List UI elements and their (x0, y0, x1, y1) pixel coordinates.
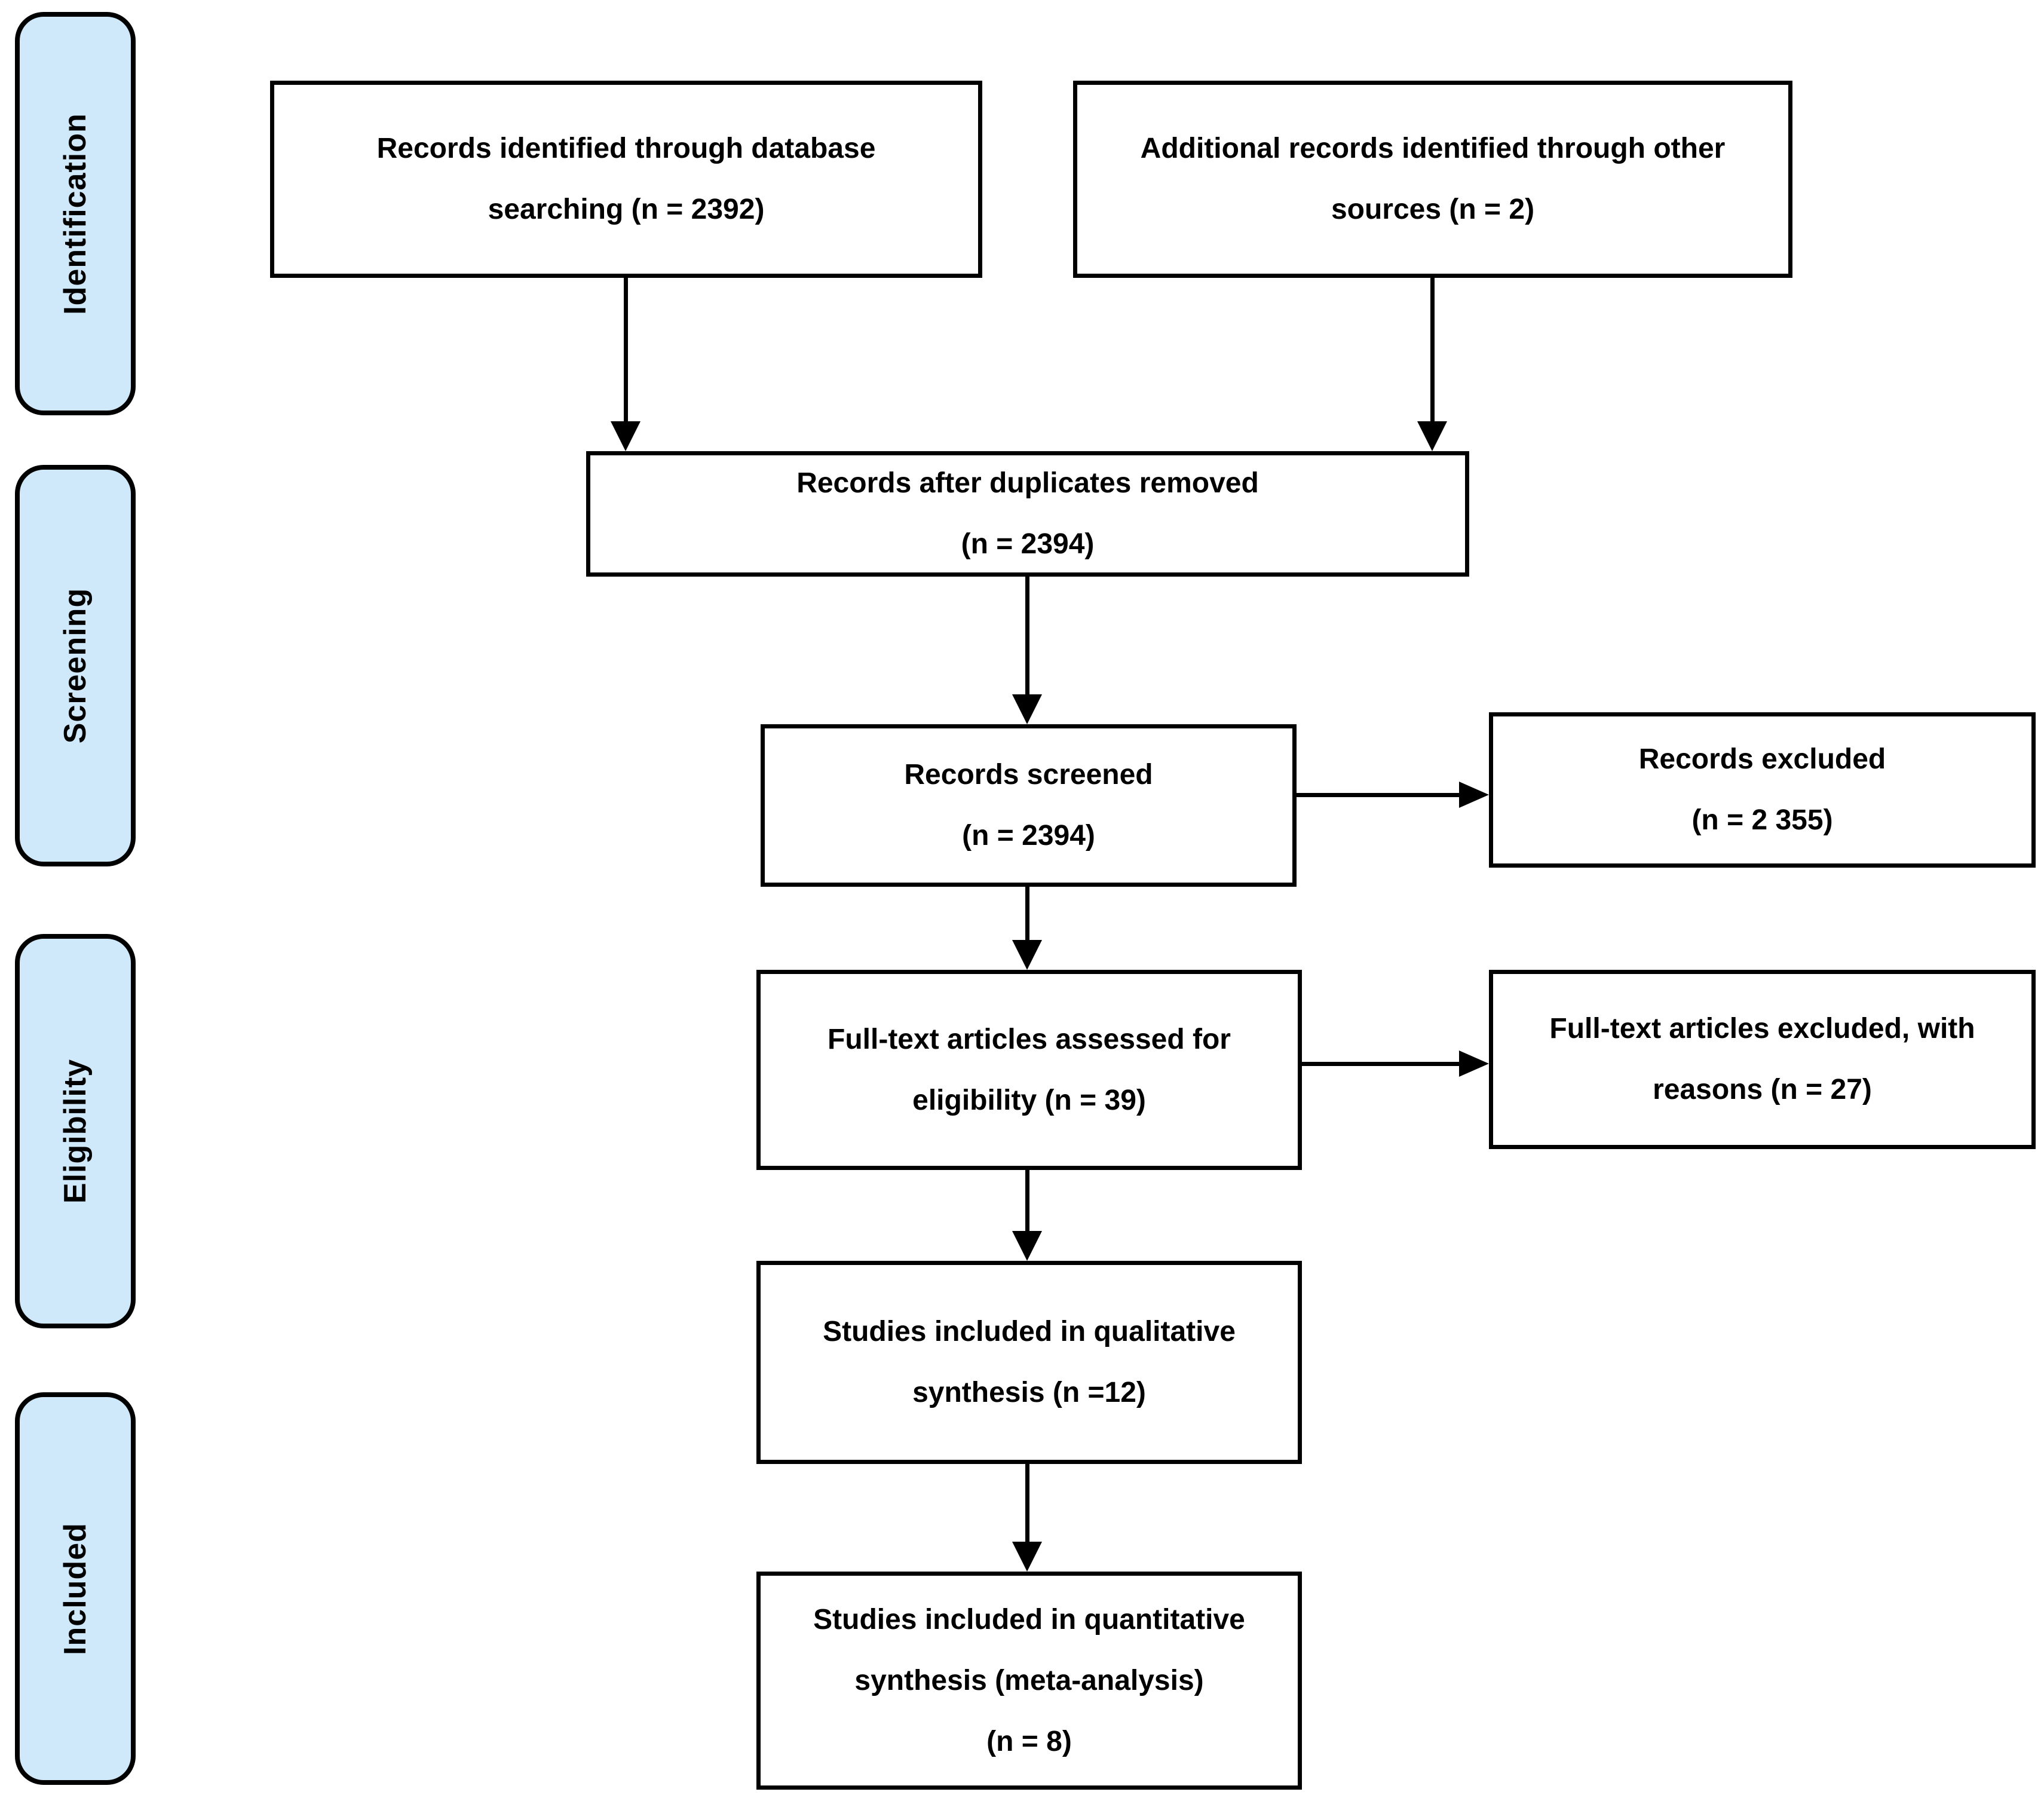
box-records-screened-line2: (n = 2394) (962, 820, 1095, 852)
arrow-screened-to-fulltext-line (1025, 887, 1029, 942)
box-duplicates-removed: Records after duplicates removed (n = 23… (586, 451, 1469, 577)
box-records-identified: Records identified through database sear… (270, 81, 982, 278)
stage-screening-label: Screening (58, 587, 93, 744)
box-records-excluded-line2: (n = 2 355) (1691, 804, 1833, 836)
arrow-screened-to-excluded-head (1459, 782, 1489, 808)
box-records-screened-line1: Records screened (904, 759, 1153, 791)
box-additional-records: Additional records identified through ot… (1073, 81, 1792, 278)
box-fulltext-excluded-line2: reasons (n = 27) (1653, 1074, 1872, 1105)
stage-included-label: Included (58, 1522, 93, 1655)
arrow-duplicates-to-screened-head (1012, 694, 1042, 724)
box-fulltext-excluded-line1: Full-text articles excluded, with (1549, 1013, 1975, 1045)
stage-identification: Identification (15, 12, 136, 415)
box-quantitative-synthesis-line3: (n = 8) (986, 1725, 1072, 1757)
stage-included: Included (15, 1392, 136, 1785)
arrow-othersources-to-duplicates-head (1417, 421, 1447, 451)
box-duplicates-removed-line2: (n = 2394) (961, 528, 1095, 560)
box-duplicates-removed-line1: Records after duplicates removed (796, 467, 1259, 499)
arrow-fulltext-to-excluded-line (1302, 1062, 1460, 1066)
box-quantitative-synthesis-line2: synthesis (meta-analysis) (854, 1664, 1204, 1696)
box-additional-records-line2: sources (n = 2) (1331, 194, 1535, 225)
arrow-fulltext-to-qualitative-head (1012, 1231, 1042, 1261)
arrow-qualitative-to-quantitative-line (1025, 1464, 1029, 1543)
arrow-dbsearch-to-duplicates-head (611, 421, 641, 451)
box-records-excluded-line1: Records excluded (1638, 743, 1886, 775)
box-additional-records-line1: Additional records identified through ot… (1140, 133, 1726, 164)
stage-eligibility: Eligibility (15, 934, 136, 1328)
arrow-qualitative-to-quantitative-head (1012, 1542, 1042, 1572)
box-fulltext-assessed: Full-text articles assessed for eligibil… (756, 970, 1302, 1170)
box-fulltext-excluded: Full-text articles excluded, with reason… (1489, 970, 2036, 1149)
arrow-othersources-to-duplicates-line (1430, 278, 1435, 424)
stage-eligibility-label: Eligibility (58, 1058, 93, 1204)
box-records-excluded: Records excluded (n = 2 355) (1489, 712, 2036, 868)
arrow-screened-to-fulltext-head (1012, 940, 1042, 970)
arrow-fulltext-to-excluded-head (1459, 1050, 1489, 1077)
box-quantitative-synthesis-line1: Studies included in quantitative (813, 1603, 1245, 1635)
box-fulltext-assessed-line1: Full-text articles assessed for (828, 1023, 1231, 1055)
arrow-fulltext-to-qualitative-line (1025, 1170, 1029, 1233)
stage-identification-label: Identification (58, 112, 93, 315)
box-records-screened: Records screened (n = 2394) (761, 724, 1297, 887)
stage-screening: Screening (15, 465, 136, 866)
box-qualitative-synthesis: Studies included in qualitative synthesi… (756, 1261, 1302, 1464)
arrow-screened-to-excluded-line (1296, 793, 1460, 797)
box-qualitative-synthesis-line2: synthesis (n =12) (912, 1377, 1146, 1408)
box-qualitative-synthesis-line1: Studies included in qualitative (823, 1316, 1236, 1347)
arrow-duplicates-to-screened-line (1025, 577, 1029, 696)
arrow-dbsearch-to-duplicates-line (624, 278, 628, 424)
box-records-identified-line1: Records identified through database (376, 133, 876, 164)
box-fulltext-assessed-line2: eligibility (n = 39) (912, 1084, 1146, 1116)
box-records-identified-line2: searching (n = 2392) (488, 194, 765, 225)
box-quantitative-synthesis: Studies included in quantitative synthes… (756, 1572, 1302, 1790)
